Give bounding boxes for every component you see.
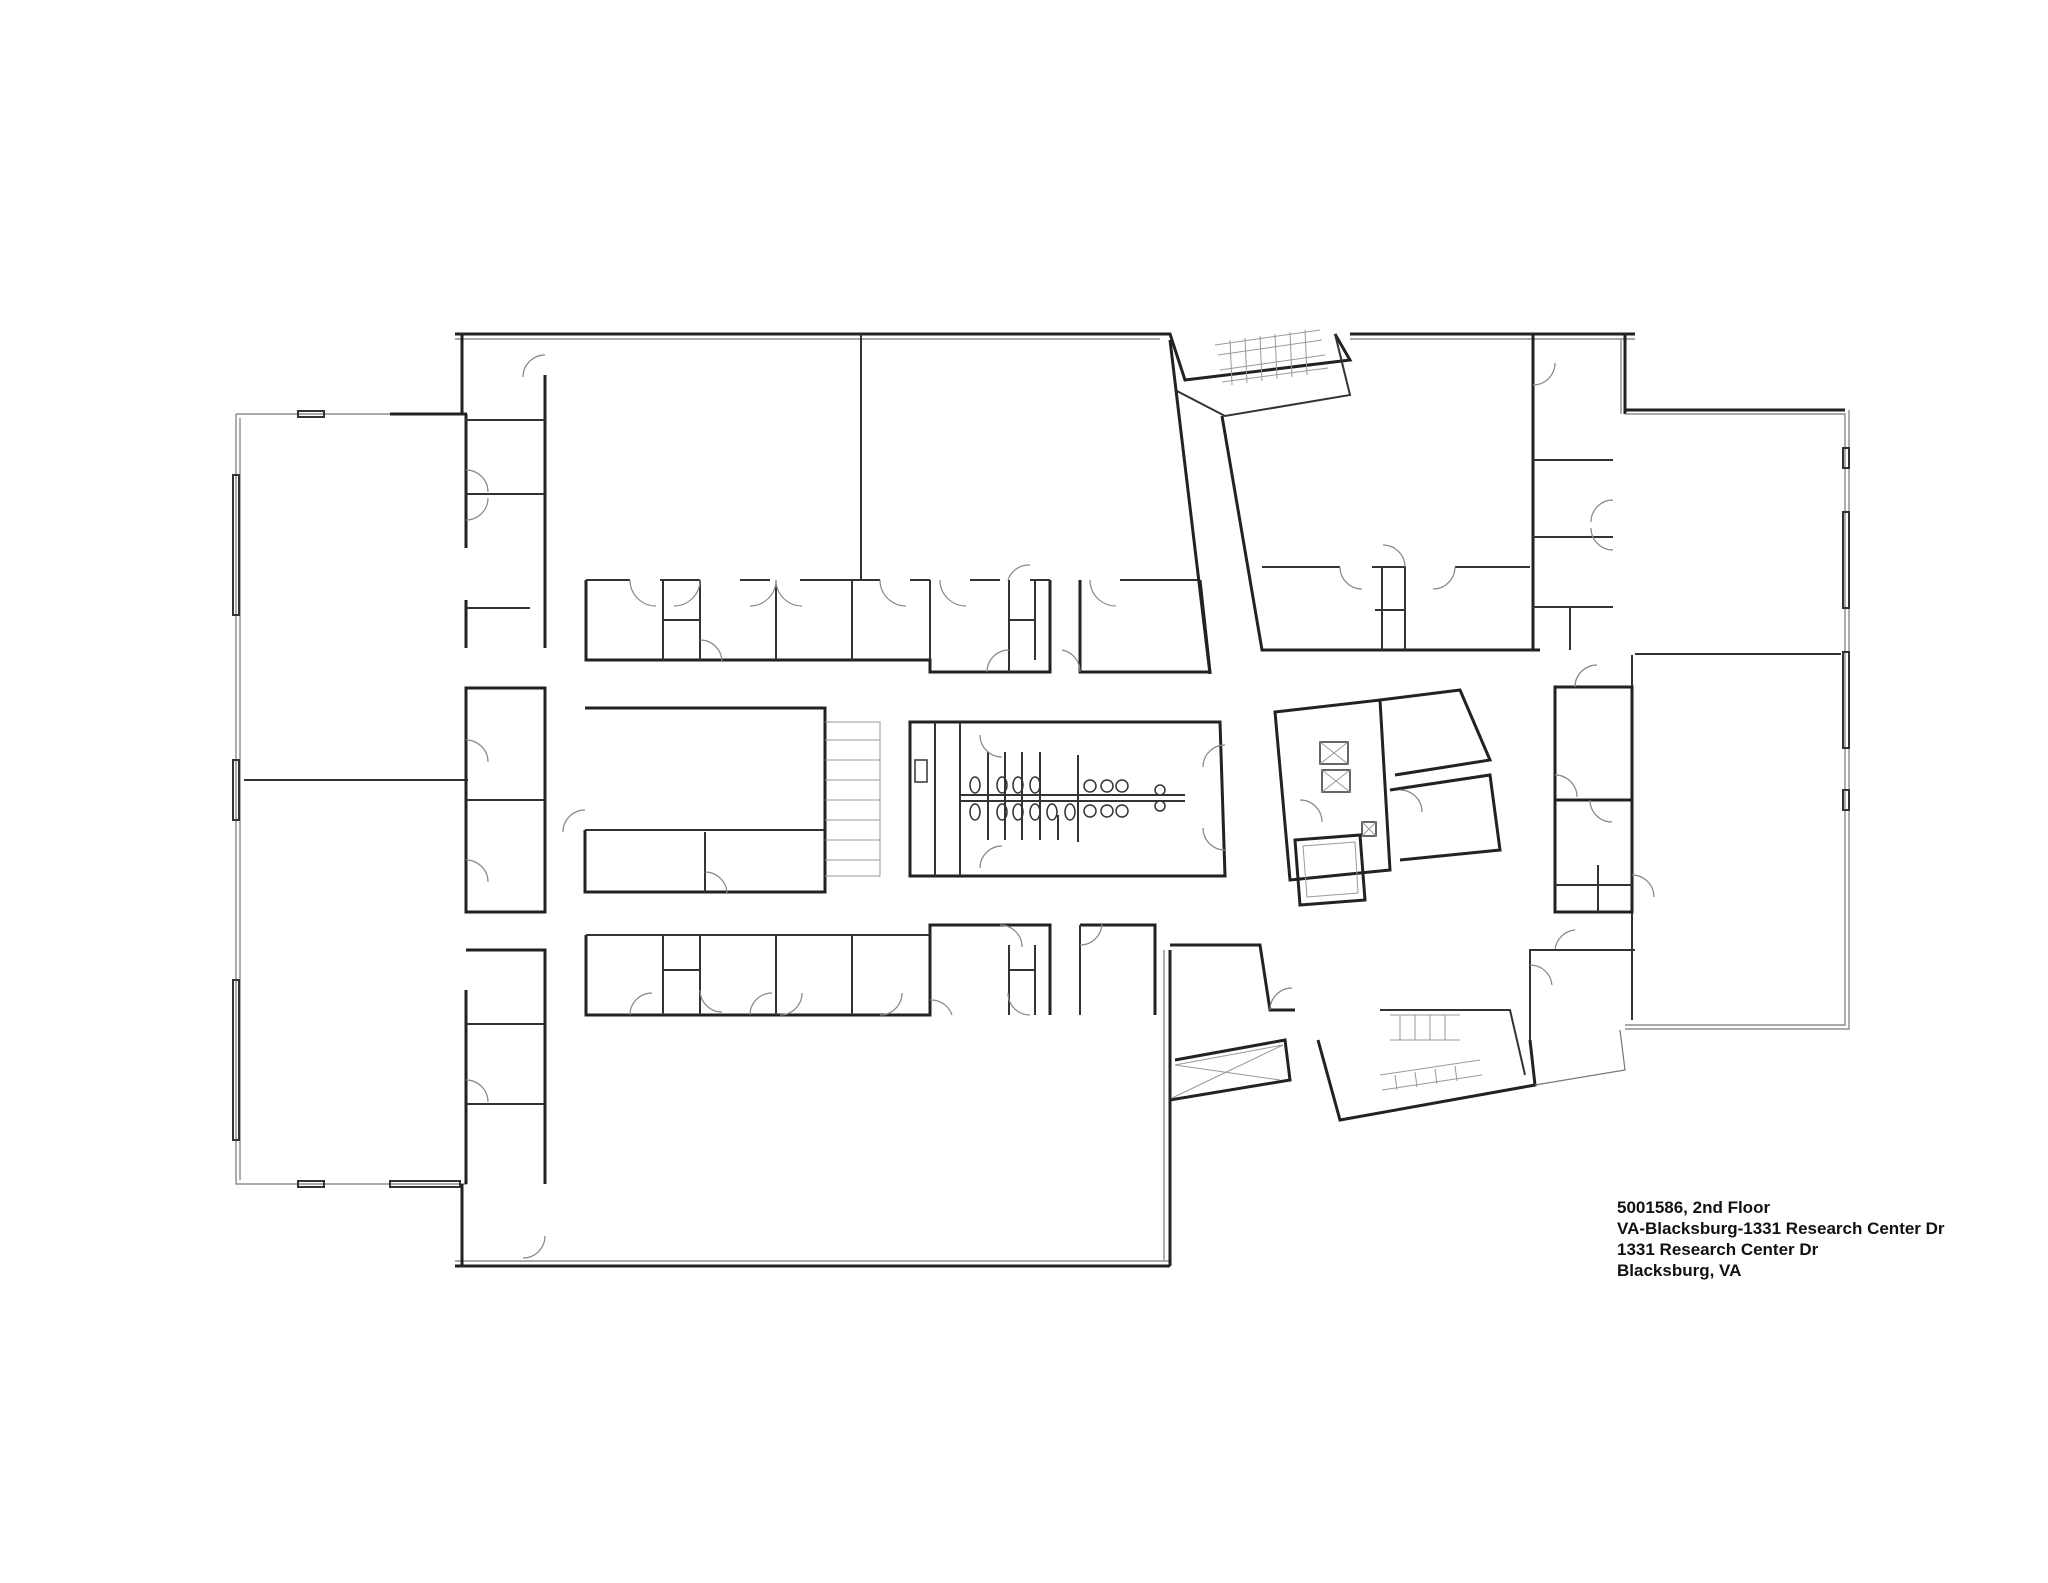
south-stairwell bbox=[1168, 943, 1635, 1122]
title-block-street-address: 1331 Research Center Dr bbox=[1617, 1240, 1819, 1259]
west-office-column bbox=[464, 354, 547, 1259]
east-wing bbox=[1625, 408, 1850, 1030]
central-block-west bbox=[562, 706, 881, 895]
title-block-city-state: Blacksburg, VA bbox=[1617, 1261, 1742, 1280]
north-office-row bbox=[584, 334, 1212, 674]
north-stairwell bbox=[1160, 329, 1540, 675]
south-facade bbox=[455, 950, 1172, 1268]
title-block-building-name: VA-Blacksburg-1331 Research Center Dr bbox=[1617, 1219, 1945, 1238]
toilet-fixtures bbox=[969, 776, 1166, 821]
east-office-column bbox=[1553, 664, 1655, 951]
west-wing bbox=[232, 410, 468, 1188]
elevator-core bbox=[1273, 688, 1502, 907]
north-facade bbox=[455, 332, 1635, 414]
south-office-row bbox=[584, 922, 1157, 1017]
ne-office-block bbox=[1262, 334, 1614, 650]
restroom-core bbox=[908, 720, 1227, 878]
title-block-floor: 5001586, 2nd Floor bbox=[1617, 1198, 1771, 1217]
title-block: 5001586, 2nd Floor VA-Blacksburg-1331 Re… bbox=[1617, 1197, 1945, 1281]
